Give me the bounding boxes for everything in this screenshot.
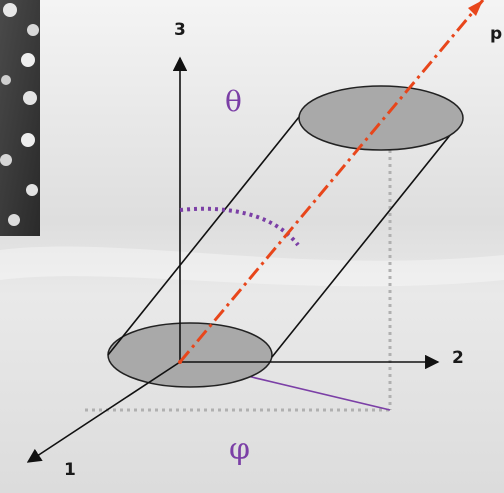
base-disk: [107, 322, 273, 388]
axis-1-line: [26, 361, 181, 463]
p-vector-arrowhead: [468, 0, 483, 16]
phi-label: φ: [229, 432, 251, 467]
axis-2-label: 2: [452, 348, 464, 368]
p-vector: [178, 0, 485, 363]
cylinder-sides: [107, 116, 464, 358]
origin-dot: [178, 360, 182, 364]
projection-lines: [85, 150, 392, 412]
axis-1-label: 1: [64, 460, 76, 480]
theta-arc: [179, 206, 300, 247]
axis-3-label: 3: [174, 20, 186, 40]
theta-label: θ: [225, 85, 242, 118]
background-sheen: [0, 246, 504, 287]
top-disk: [298, 85, 464, 151]
p-vector-label: p: [490, 24, 503, 44]
micrograph-inset: [0, 0, 40, 236]
